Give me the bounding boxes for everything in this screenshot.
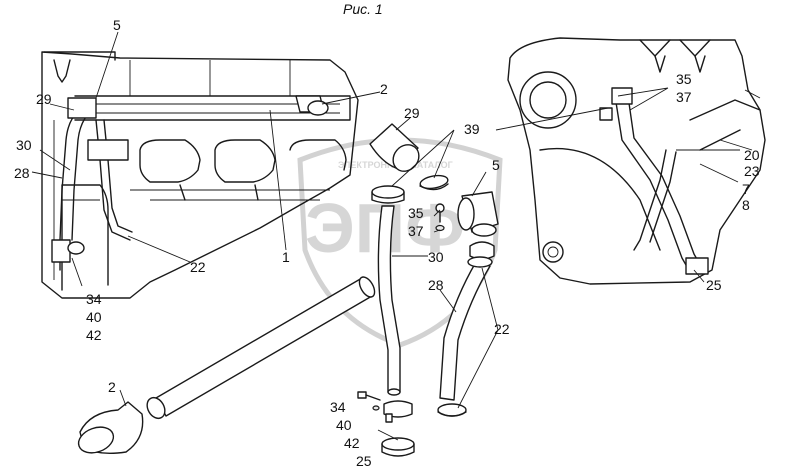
label-22-center: 22 [494, 321, 510, 337]
part-25-ring [381, 437, 415, 457]
engine-breather-pipe [51, 95, 329, 271]
label-40-bottom: 40 [336, 417, 352, 433]
label-2-top: 2 [380, 81, 388, 97]
label-5-left: 5 [113, 17, 121, 33]
part-39-clamps [371, 174, 449, 204]
label-28-left: 28 [14, 165, 30, 181]
part-34-40-42-fasteners [357, 391, 413, 423]
label-30-left: 30 [16, 137, 32, 153]
label-28-center: 28 [428, 277, 444, 293]
part-35-37-bolt [435, 203, 445, 232]
part-29-sleeve [369, 123, 420, 172]
label-25-bottom: 25 [356, 453, 372, 469]
label-37-center: 37 [408, 223, 424, 239]
label-29-left: 29 [36, 91, 52, 107]
label-35-center: 35 [408, 205, 424, 221]
label-8: 8 [742, 197, 750, 213]
label-37-right: 37 [676, 89, 692, 105]
label-5-center: 5 [492, 157, 500, 173]
leader-lines [31, 31, 740, 441]
label-20: 20 [744, 147, 760, 163]
callout-labels: 5 2 29 30 28 22 34 40 42 1 29 39 5 35 37… [14, 17, 760, 469]
label-35-right: 35 [676, 71, 692, 87]
label-7: 7 [742, 181, 750, 197]
label-34-left: 34 [86, 291, 102, 307]
label-42-left: 42 [86, 327, 102, 343]
part-30-pipe [377, 205, 401, 396]
figure-title: Рис. 1 [343, 1, 383, 17]
part-28-hose [439, 261, 491, 401]
label-22-left: 22 [190, 259, 206, 275]
label-39: 39 [464, 121, 480, 137]
label-34-bottom: 34 [330, 399, 346, 415]
label-40-left: 40 [86, 309, 102, 325]
part-1-long-tube [146, 276, 376, 420]
label-30-center: 30 [428, 249, 444, 265]
label-42-bottom: 42 [344, 435, 360, 451]
engine-front-view [507, 37, 766, 285]
label-2-bottom: 2 [108, 379, 116, 395]
engine-side-view [41, 51, 359, 299]
label-29-center: 29 [404, 105, 420, 121]
part-5-tee-fitting [457, 191, 499, 260]
label-23: 23 [744, 163, 760, 179]
front-view-breather-pipe [599, 87, 709, 275]
label-1: 1 [282, 249, 290, 265]
label-25-right: 25 [706, 277, 722, 293]
part-2-elbow [77, 401, 144, 455]
